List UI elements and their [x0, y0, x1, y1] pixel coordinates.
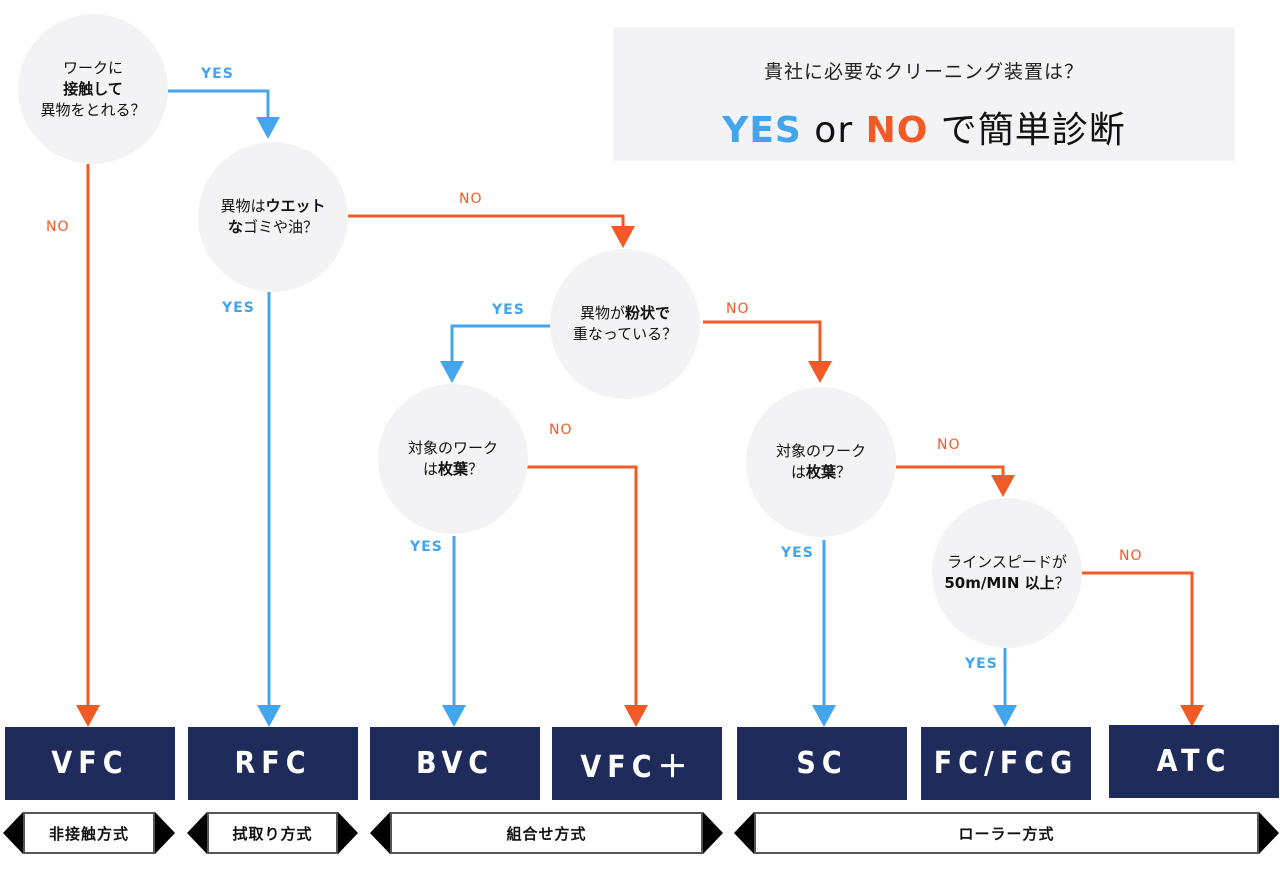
edge-label-yes: YES — [492, 302, 525, 318]
category-roller: ローラー方式 — [734, 812, 1279, 854]
arrow-right-icon — [703, 812, 723, 854]
category-wipe: 拭取り方式 — [187, 812, 358, 854]
arrow-left-icon — [3, 812, 23, 854]
node-text: ラインスピードが — [947, 553, 1067, 571]
node-text: 重なっている？ — [572, 325, 678, 343]
edge-q5-no — [896, 465, 1015, 497]
edge-q3-yes — [440, 324, 551, 383]
title-subtitle: 貴社に必要なクリーニング装置は？ — [763, 61, 1084, 83]
node-text: ？ — [1054, 574, 1070, 592]
node-text-bold: 枚葉 — [437, 460, 468, 478]
category-label: 拭取り方式 — [207, 812, 338, 854]
arrow-left-icon — [187, 812, 207, 854]
arrow-left-icon — [370, 812, 390, 854]
edge-q6-no — [1082, 571, 1204, 727]
category-non-contact: 非接触方式 — [3, 812, 175, 854]
edge-label-no: NO — [46, 219, 70, 235]
node-text: 異物をとれる？ — [40, 100, 146, 119]
edge-q1-yes — [168, 89, 280, 139]
arrow-right-icon — [155, 812, 175, 854]
arrow-left-icon — [734, 812, 754, 854]
node-text: 対象のワーク — [775, 442, 866, 460]
node-text: は — [790, 463, 806, 481]
title-panel: 貴社に必要なクリーニング装置は？ YES or NO で簡単診断 — [613, 27, 1235, 161]
node-text-bold: 50m/MIN 以上 — [944, 574, 1055, 592]
title-main: YES or NO で簡単診断 — [613, 101, 1235, 153]
arrow-right-icon — [1259, 812, 1279, 854]
question-node-sheet-a: 対象のワーク は枚葉？ — [378, 384, 528, 534]
title-or: or — [801, 110, 866, 151]
node-text: 対象のワーク — [407, 439, 498, 457]
edge-q1-no — [76, 164, 100, 727]
edge-label-no: NO — [459, 191, 483, 207]
edge-label-yes: YES — [222, 300, 255, 316]
edge-label-no: NO — [549, 422, 573, 438]
category-label: ローラー方式 — [754, 812, 1259, 854]
arrow-right-icon — [338, 812, 358, 854]
edge-q4-no — [527, 465, 648, 727]
product-fc-fcg[interactable]: FC/FCG — [921, 727, 1091, 800]
node-text: 異物は — [220, 197, 266, 215]
product-bvc[interactable]: BVC — [370, 727, 540, 800]
title-no: NO — [865, 110, 929, 151]
edge-q4-yes — [442, 536, 466, 727]
product-atc[interactable]: ATC — [1109, 725, 1279, 798]
node-text: は — [422, 460, 438, 478]
question-node-powder: 異物が粉状で 重なっている？ — [550, 249, 700, 399]
edge-label-no: NO — [726, 301, 750, 317]
category-label: 非接触方式 — [23, 812, 155, 854]
node-text-bold: ウエット — [265, 197, 326, 215]
edge-q3-no — [703, 320, 832, 383]
edge-label-yes: YES — [410, 539, 443, 555]
node-text: ？ — [468, 460, 484, 478]
question-node-wet: 異物はウエット なゴミや油？ — [198, 142, 348, 292]
title-yes: YES — [722, 110, 802, 151]
edge-q2-no — [348, 214, 635, 248]
node-text-bold: 接触して — [63, 79, 123, 98]
edge-label-yes: YES — [965, 656, 998, 672]
product-sc[interactable]: SC — [737, 727, 907, 800]
edge-q6-yes — [993, 648, 1017, 727]
edge-label-no: NO — [1119, 548, 1143, 564]
category-label: 組合せ方式 — [390, 812, 703, 854]
edge-label-yes: YES — [201, 66, 234, 82]
node-text-bold: な — [227, 218, 243, 236]
node-text: ？ — [836, 463, 852, 481]
question-node-sheet-b: 対象のワーク は枚葉？ — [746, 387, 896, 537]
product-rfc[interactable]: RFC — [188, 727, 358, 800]
node-text-bold: 粉状で — [625, 304, 671, 322]
node-text: ワークに — [62, 58, 123, 77]
node-text: 異物が — [579, 304, 625, 322]
node-text-bold: 枚葉 — [805, 463, 836, 481]
question-node-line-speed: ラインスピードが 50m/MIN 以上？ — [932, 498, 1082, 648]
edge-q2-yes — [257, 292, 281, 727]
edge-q5-yes — [812, 540, 836, 727]
node-text: ゴミや油？ — [243, 218, 319, 236]
title-rest: で簡単診断 — [928, 110, 1126, 151]
edge-label-yes: YES — [781, 545, 814, 561]
product-vfc[interactable]: VFC — [5, 727, 175, 800]
edge-label-no: NO — [937, 437, 961, 453]
question-node-contact: ワークに 接触して 異物をとれる？ — [18, 14, 168, 164]
category-combined: 組合せ方式 — [370, 812, 723, 854]
product-vfc-plus[interactable]: VFC＋ — [552, 727, 722, 800]
